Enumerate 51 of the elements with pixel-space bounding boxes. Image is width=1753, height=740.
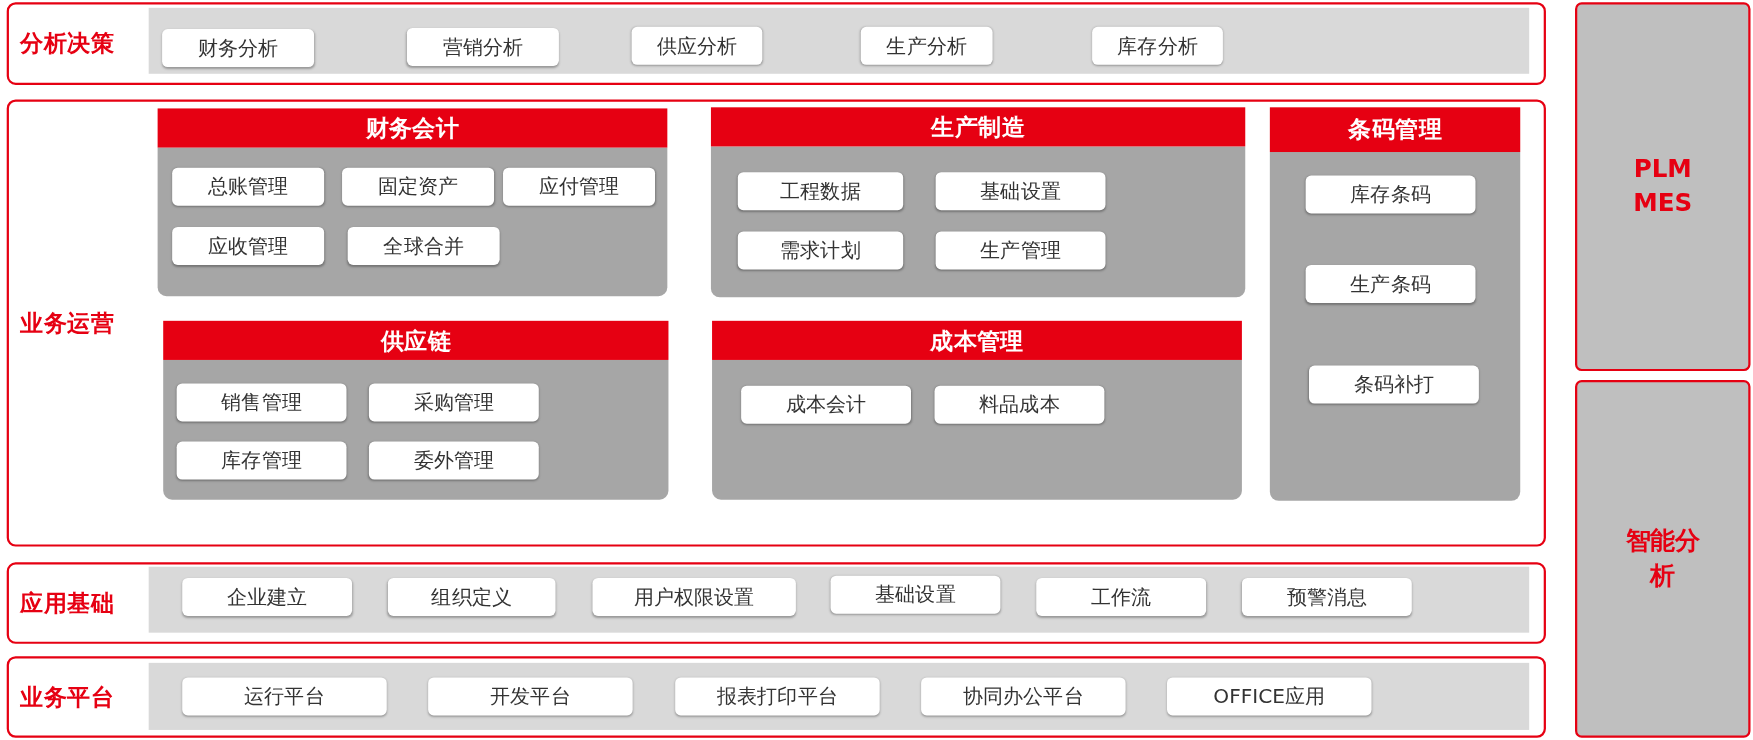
function-tile: 库存管理 [176, 441, 347, 480]
module-header: 供应链 [163, 320, 669, 360]
function-tile: 工作流 [1036, 577, 1207, 616]
function-tile: 成本会计 [741, 385, 912, 424]
module-header: 条码管理 [1269, 107, 1521, 152]
function-tile: 委外管理 [368, 441, 539, 480]
side-panel [1575, 2, 1751, 372]
function-tile: 生产管理 [935, 231, 1106, 270]
function-tile: 库存分析 [1092, 26, 1223, 65]
module-header: 财务会计 [157, 108, 668, 148]
function-tile: 总账管理 [172, 167, 325, 206]
layer-panel [6, 99, 1546, 547]
side-panel [1575, 380, 1751, 738]
function-tile: 组织定义 [387, 577, 556, 616]
function-tile: 生产分析 [860, 26, 993, 65]
function-tile: 固定资产 [342, 167, 495, 206]
function-tile: 开发平台 [428, 677, 633, 716]
layer-panel [6, 656, 1546, 738]
layer-title: 业务运营 [20, 308, 114, 339]
function-tile: 预警消息 [1241, 577, 1412, 616]
function-tile: OFFICE应用 [1167, 677, 1372, 716]
layer-panel [6, 2, 1546, 85]
side-title: PLM MES [1632, 153, 1694, 219]
function-tile: 销售管理 [176, 383, 347, 422]
module-header: 生产制造 [710, 107, 1246, 147]
function-tile: 条码补打 [1308, 365, 1479, 404]
function-tile: 供应分析 [631, 26, 763, 65]
function-tile: 生产条码 [1305, 264, 1476, 303]
function-tile: 全球合并 [347, 226, 500, 265]
function-tile: 基础设置 [935, 172, 1106, 211]
function-tile: 采购管理 [368, 383, 539, 422]
module-header: 成本管理 [712, 320, 1242, 360]
function-tile: 应付管理 [503, 167, 656, 206]
function-tile: 协同办公平台 [921, 677, 1126, 716]
function-tile: 库存条码 [1305, 175, 1476, 214]
layer-title: 分析决策 [20, 29, 114, 59]
function-tile: 营销分析 [406, 27, 559, 66]
function-tile: 报表打印平台 [675, 677, 880, 716]
function-tile: 基础设置 [830, 575, 1001, 614]
side-title: 智能分析 [1624, 525, 1701, 592]
function-tile: 工程数据 [737, 172, 904, 211]
function-tile: 运行平台 [182, 677, 387, 716]
function-tile: 料品成本 [934, 385, 1105, 424]
layer-title: 应用基础 [20, 588, 114, 619]
layer-panel [6, 562, 1546, 644]
function-tile: 应收管理 [172, 226, 325, 265]
function-tile: 用户权限设置 [592, 577, 796, 616]
layer-title: 业务平台 [20, 682, 114, 713]
function-tile: 企业建立 [182, 577, 353, 616]
function-tile: 财务分析 [162, 29, 315, 68]
function-tile: 需求计划 [737, 231, 904, 270]
